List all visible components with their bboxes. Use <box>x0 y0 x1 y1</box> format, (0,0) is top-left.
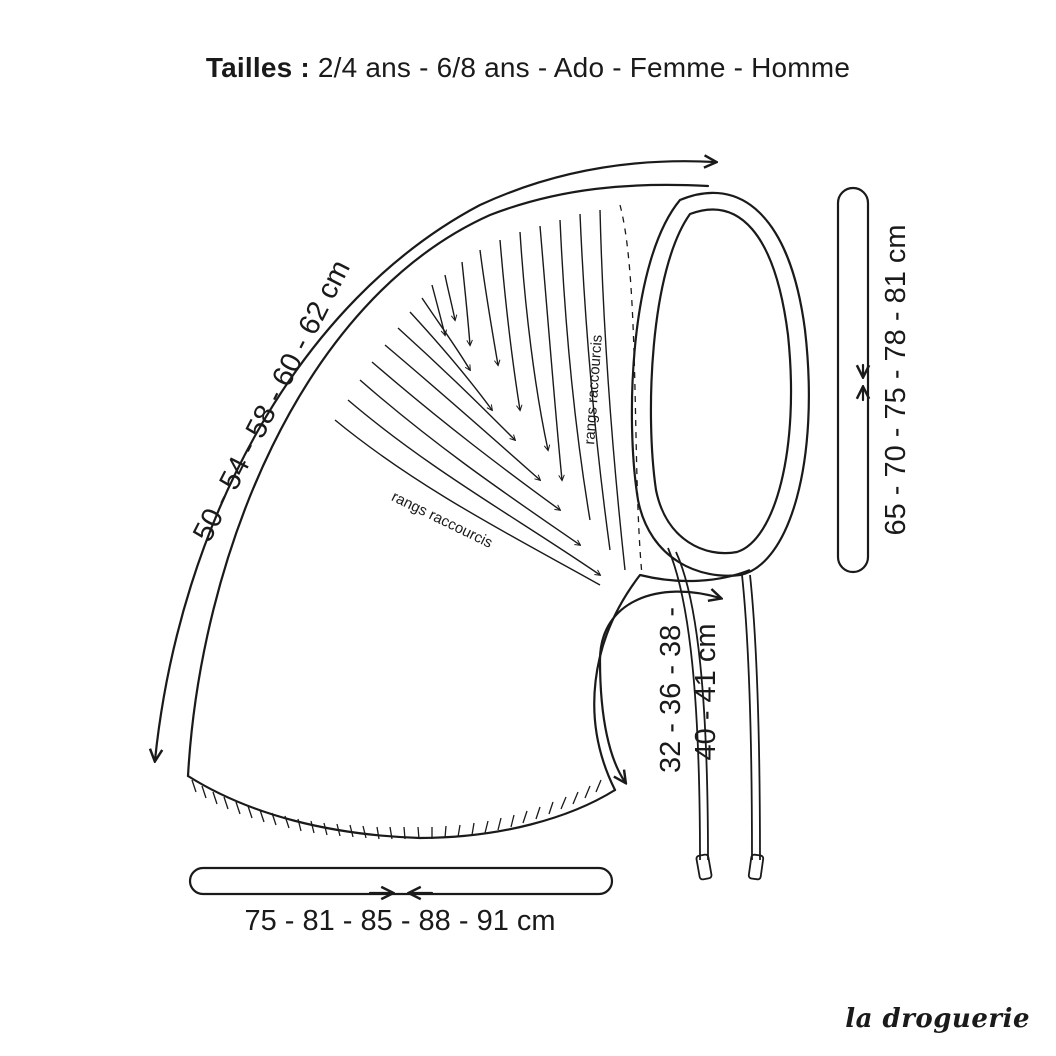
bottom-ribbing <box>191 779 602 840</box>
short-rows-label-1: rangs raccourcis <box>389 488 495 552</box>
sizes-title: Tailles : 2/4 ans - 6/8 ans - Ado - Femm… <box>0 52 1056 84</box>
brand-logo: la droguerie <box>845 1004 1030 1034</box>
sizes-list: 2/4 ans - 6/8 ans - Ado - Femme - Homme <box>317 52 851 83</box>
neck-measure-arrow <box>598 592 720 782</box>
measurement-arrows <box>155 161 868 894</box>
neck-depth-label-1: 32 - 36 - 38 - <box>655 607 687 773</box>
opening-height-label: 65 - 70 - 75 - 78 - 81 cm <box>880 224 912 535</box>
hood-brim <box>619 191 810 583</box>
hood-outline <box>186 183 710 840</box>
opening-measure-bracket <box>836 186 870 574</box>
short-rows-label-2: rangs raccourcis <box>581 334 606 445</box>
sizes-prefix: Tailles : <box>205 52 310 83</box>
neck-depth-label-2: 40 - 41 cm <box>690 624 722 761</box>
arc-length-label: 50 - 54 - 58 - 60 - 62 cm <box>187 255 357 547</box>
arc-measure-arrow <box>155 161 715 760</box>
bottom-width-label: 75 - 81 - 85 - 88 - 91 cm <box>244 905 555 937</box>
bottom-measure-bracket <box>188 866 614 896</box>
